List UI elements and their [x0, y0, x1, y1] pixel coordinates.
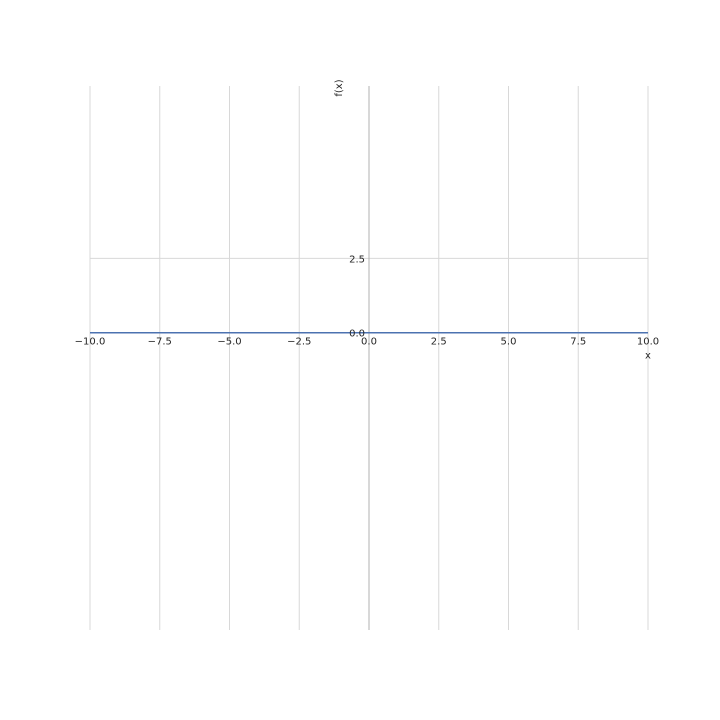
x-tick-label: 7.5 [570, 337, 586, 348]
x-tick-label: 10.0 [637, 337, 659, 348]
x-tick-label: −7.5 [148, 337, 172, 348]
x-tick-label: −10.0 [75, 337, 106, 348]
y-tick-label: 2.5 [349, 254, 365, 265]
axis-layer [90, 86, 648, 630]
x-tick-label: 0.0 [361, 337, 377, 348]
tick-labels: −10.0 −7.5 −5.0 −2.5 0.0 2.5 5.0 7.5 10.0 0.0 2.5 [75, 254, 659, 347]
x-tick-label: 5.0 [501, 337, 517, 348]
x-axis-label: x [645, 351, 651, 362]
x-tick-label: −5.0 [217, 337, 241, 348]
y-axis-label: f(x) [334, 79, 345, 96]
x-tick-label: 2.5 [431, 337, 447, 348]
x-tick-label: −2.5 [287, 337, 311, 348]
y-tick-label: 0.0 [349, 329, 365, 340]
